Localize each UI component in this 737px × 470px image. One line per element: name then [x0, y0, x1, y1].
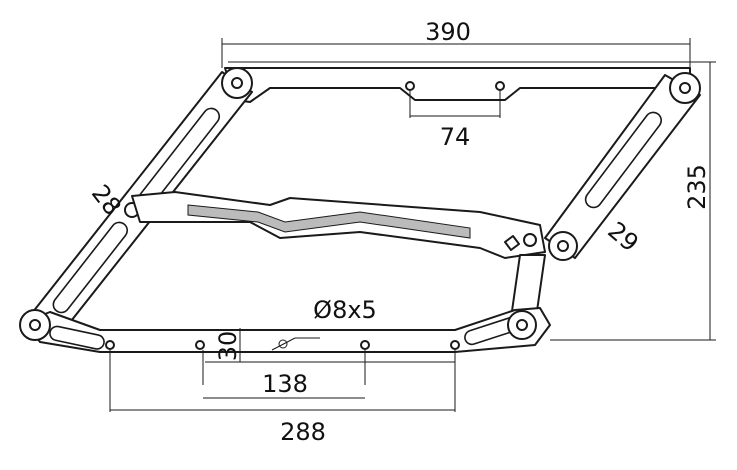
- dim-138-label: 138: [262, 370, 308, 398]
- right-arm: [544, 72, 701, 261]
- dimension-74: [405, 81, 505, 118]
- dimension-235: [550, 61, 716, 341]
- bottom-bar: [19, 307, 551, 353]
- dim-390-label: 390: [425, 18, 471, 46]
- dim-235-label: 235: [683, 164, 711, 210]
- dimension-138: [202, 350, 366, 399]
- hole-spec-label: Ø8x5: [313, 296, 377, 324]
- dim-29-label: 29: [602, 216, 643, 257]
- dimension-390: [221, 38, 691, 68]
- dim-288-label: 288: [280, 418, 326, 446]
- top-bar: [224, 67, 691, 103]
- dimension-30: [205, 328, 455, 363]
- middle-bar: [131, 191, 546, 259]
- dim-30-label: 30: [214, 331, 242, 362]
- dimension-288: [109, 350, 456, 412]
- dim-74-label: 74: [440, 123, 471, 151]
